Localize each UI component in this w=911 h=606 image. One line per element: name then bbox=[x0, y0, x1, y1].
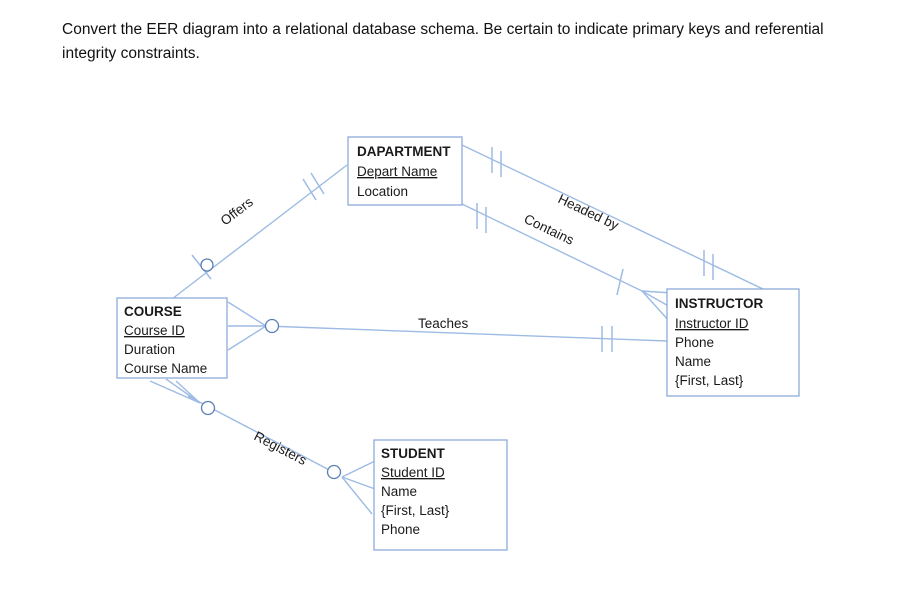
headed-by-label: Headed by bbox=[556, 191, 622, 233]
entity-course-title: COURSE bbox=[124, 304, 182, 319]
relationship-teaches: Teaches bbox=[227, 301, 668, 352]
offers-label: Offers bbox=[218, 194, 256, 228]
entity-dapartment-attr-1: Location bbox=[357, 184, 408, 199]
entity-instructor-attr-0: Instructor ID bbox=[675, 316, 749, 331]
contains-crow-c bbox=[641, 290, 671, 323]
registers-crow-course-c bbox=[149, 380, 201, 404]
registers-label: Registers bbox=[252, 428, 310, 468]
registers-crow-course-a bbox=[165, 378, 201, 404]
entity-instructor-title: INSTRUCTOR bbox=[675, 296, 764, 311]
teaches-crow-c bbox=[227, 325, 267, 351]
contains-tick-instructor bbox=[616, 268, 624, 296]
entity-dapartment-title: DAPARTMENT bbox=[357, 144, 451, 159]
entity-student-attr-1: Name bbox=[381, 484, 417, 499]
entity-dapartment-attr-0: Depart Name bbox=[357, 164, 437, 179]
offers-tick-dapartment-b bbox=[310, 172, 325, 195]
entity-instructor-box[interactable] bbox=[666, 288, 800, 397]
entity-student-attr-2: {First, Last} bbox=[381, 503, 450, 518]
relationship-offers: Offers bbox=[171, 164, 348, 300]
entity-instructor-attr-1: Phone bbox=[675, 335, 714, 350]
offers-line bbox=[171, 164, 348, 300]
question-prompt: Convert the EER diagram into a relationa… bbox=[62, 21, 824, 63]
registers-optional-circle-student bbox=[326, 464, 342, 480]
entity-student-box[interactable] bbox=[373, 439, 508, 551]
teaches-crow-a bbox=[227, 301, 267, 327]
registers-optional-circle-course bbox=[200, 400, 216, 416]
registers-crow-student-b bbox=[341, 476, 376, 490]
entity-course[interactable]: COURSE Course ID Duration Course Name bbox=[116, 297, 228, 379]
entity-student-attr-3: Phone bbox=[381, 522, 420, 537]
relationship-contains: Contains bbox=[461, 203, 673, 323]
entity-course-box[interactable] bbox=[116, 297, 228, 379]
entity-course-attr-0: Course ID bbox=[124, 323, 185, 338]
teaches-label: Teaches bbox=[418, 316, 469, 331]
contains-label: Contains bbox=[522, 211, 577, 248]
registers-crow-student-a bbox=[341, 460, 376, 478]
entity-student[interactable]: STUDENT Student ID Name {First, Last} Ph… bbox=[373, 439, 508, 551]
registers-crow-student-c bbox=[341, 476, 373, 515]
teaches-line bbox=[265, 325, 668, 342]
entity-course-attr-1: Duration bbox=[124, 342, 175, 357]
entity-instructor-attr-2: Name bbox=[675, 354, 711, 369]
entity-course-attr-2: Course Name bbox=[124, 361, 207, 376]
relationship-headed-by: Headed by bbox=[461, 144, 766, 291]
headed-by-line bbox=[461, 144, 766, 291]
entity-instructor[interactable]: INSTRUCTOR Instructor ID Phone Name {Fir… bbox=[666, 288, 800, 397]
entity-dapartment-box[interactable] bbox=[347, 136, 463, 206]
offers-tick-dapartment-a bbox=[302, 178, 317, 201]
relationship-registers: Registers bbox=[149, 378, 376, 515]
entity-dapartment[interactable]: DAPARTMENT Depart Name Location bbox=[347, 136, 463, 206]
offers-optional-circle bbox=[200, 258, 214, 272]
entity-instructor-attr-3: {First, Last} bbox=[675, 373, 744, 388]
entity-student-title: STUDENT bbox=[381, 446, 446, 461]
entity-student-attr-0: Student ID bbox=[381, 465, 445, 480]
teaches-optional-circle bbox=[264, 318, 280, 334]
registers-crow-course-b bbox=[175, 380, 201, 404]
contains-line bbox=[461, 203, 643, 292]
